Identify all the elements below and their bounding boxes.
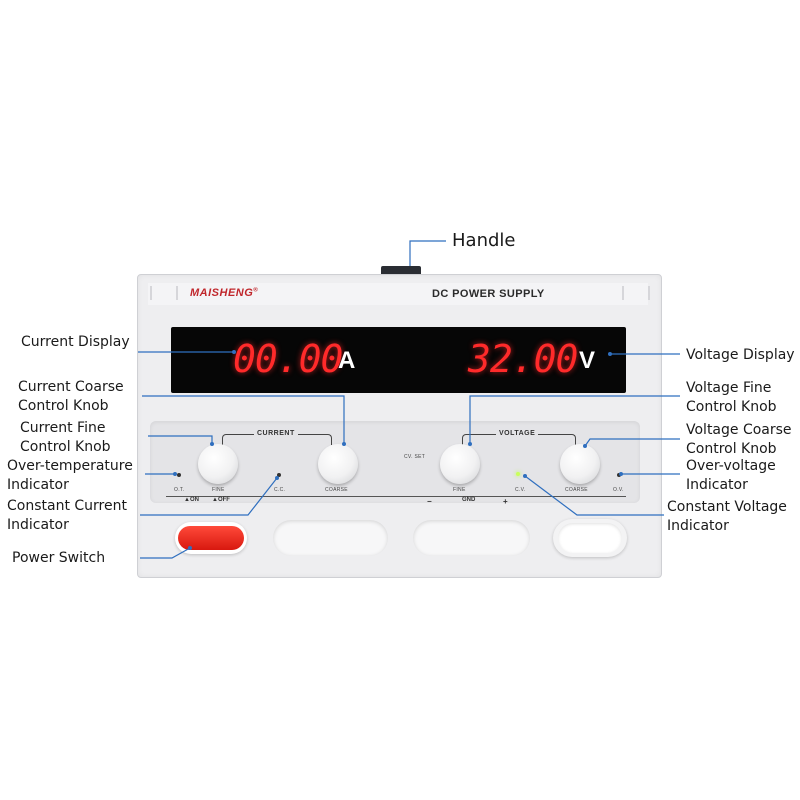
terminal-line [166,496,626,497]
current-fine-label: FINE [212,487,225,493]
voltage-coarse-knob[interactable] [560,444,600,484]
cv-led [516,472,520,476]
terminal-slot-2 [413,520,530,556]
led-display: 00.00 A 32.00 V [171,327,626,393]
top-strip [148,283,648,305]
line-handle [409,240,446,266]
voltage-readout: 32.00 [468,337,578,381]
voltage-group-label: VOLTAGE [496,430,539,437]
current-group-label: CURRENT [254,430,298,437]
voltage-fine-label: FINE [453,487,466,493]
voltage-fine-knob[interactable] [440,444,480,484]
cc-label: C.C. [274,487,286,493]
ot-label: O.T. [174,487,185,493]
on-label: ▲ON [184,497,199,503]
left-grip [150,286,178,300]
current-fine-knob[interactable] [198,444,238,484]
plus-terminal-label: + [503,497,508,506]
ov-led [617,473,621,477]
minus-terminal-label: − [427,497,432,506]
model-label: DC POWER SUPPLY [432,288,545,300]
off-label: ▲OFF [212,497,230,503]
current-unit: A [338,347,356,374]
callout-voltage-display: Voltage Display [686,347,795,363]
cc-led [277,473,281,477]
cv-set-label: CV. SET [404,454,426,460]
callout-handle: Handle [452,230,516,251]
cv-label: C.V. [515,487,526,493]
terminal-slot-1 [273,520,388,556]
handle [381,266,421,276]
power-switch-rocker[interactable] [178,526,244,550]
callout-power-switch: Power Switch [12,550,106,566]
voltage-unit: V [579,347,596,374]
power-switch[interactable] [175,522,247,554]
current-readout: 00.00 [233,337,343,381]
right-grip [622,286,650,300]
callout-current-display: Current Display [21,334,130,350]
gnd-terminal-label: GND [462,497,476,503]
current-coarse-knob[interactable] [318,444,358,484]
ot-led [177,473,181,477]
brand-logo: MAISHENG® [190,287,259,299]
ov-label: O.V. [613,487,624,493]
terminal-slot-3 [553,519,627,557]
voltage-coarse-label: COARSE [565,487,588,493]
current-coarse-label: COARSE [325,487,348,493]
